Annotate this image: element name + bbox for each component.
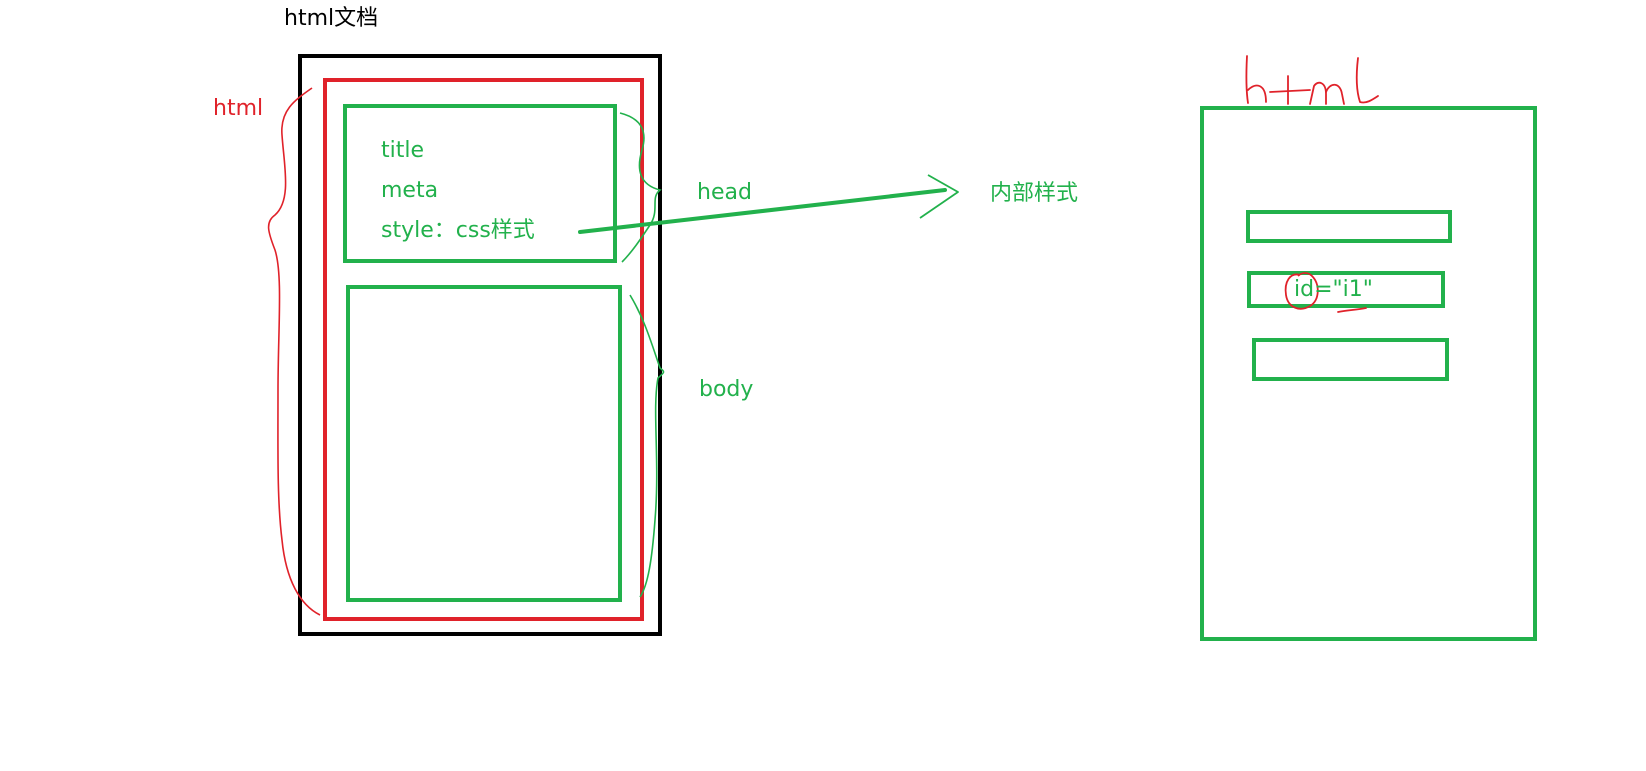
head-item-meta: meta: [381, 178, 439, 203]
id-attribute-label: id="i1": [1294, 277, 1373, 302]
head-brace: [619, 112, 662, 263]
html-element-box: [323, 78, 644, 621]
head-item-title: title: [381, 138, 425, 163]
html-brace-label: html: [213, 96, 264, 121]
internal-style-label: 内部样式: [990, 181, 1079, 206]
element-box-2: [1247, 271, 1445, 308]
element-box-3: [1252, 338, 1449, 381]
html-brace: [267, 87, 321, 616]
html-document-label: html文档: [284, 6, 379, 31]
head-box: [343, 104, 617, 263]
html-document-box: [298, 54, 662, 636]
html-page-box: [1200, 106, 1537, 641]
head-brace-label: head: [697, 180, 752, 205]
body-brace: [629, 294, 665, 598]
style-arrow-head: [919, 174, 959, 219]
head-item-style: style：css样式: [381, 218, 535, 243]
element-box-1: [1246, 210, 1452, 243]
id-circle-mark: [1284, 272, 1319, 310]
handwritten-html-title: [1245, 55, 1379, 105]
body-brace-label: body: [699, 377, 754, 402]
style-arrow-shaft: [578, 188, 947, 234]
id-underline-mark: [1337, 307, 1367, 313]
body-box: [346, 285, 622, 602]
